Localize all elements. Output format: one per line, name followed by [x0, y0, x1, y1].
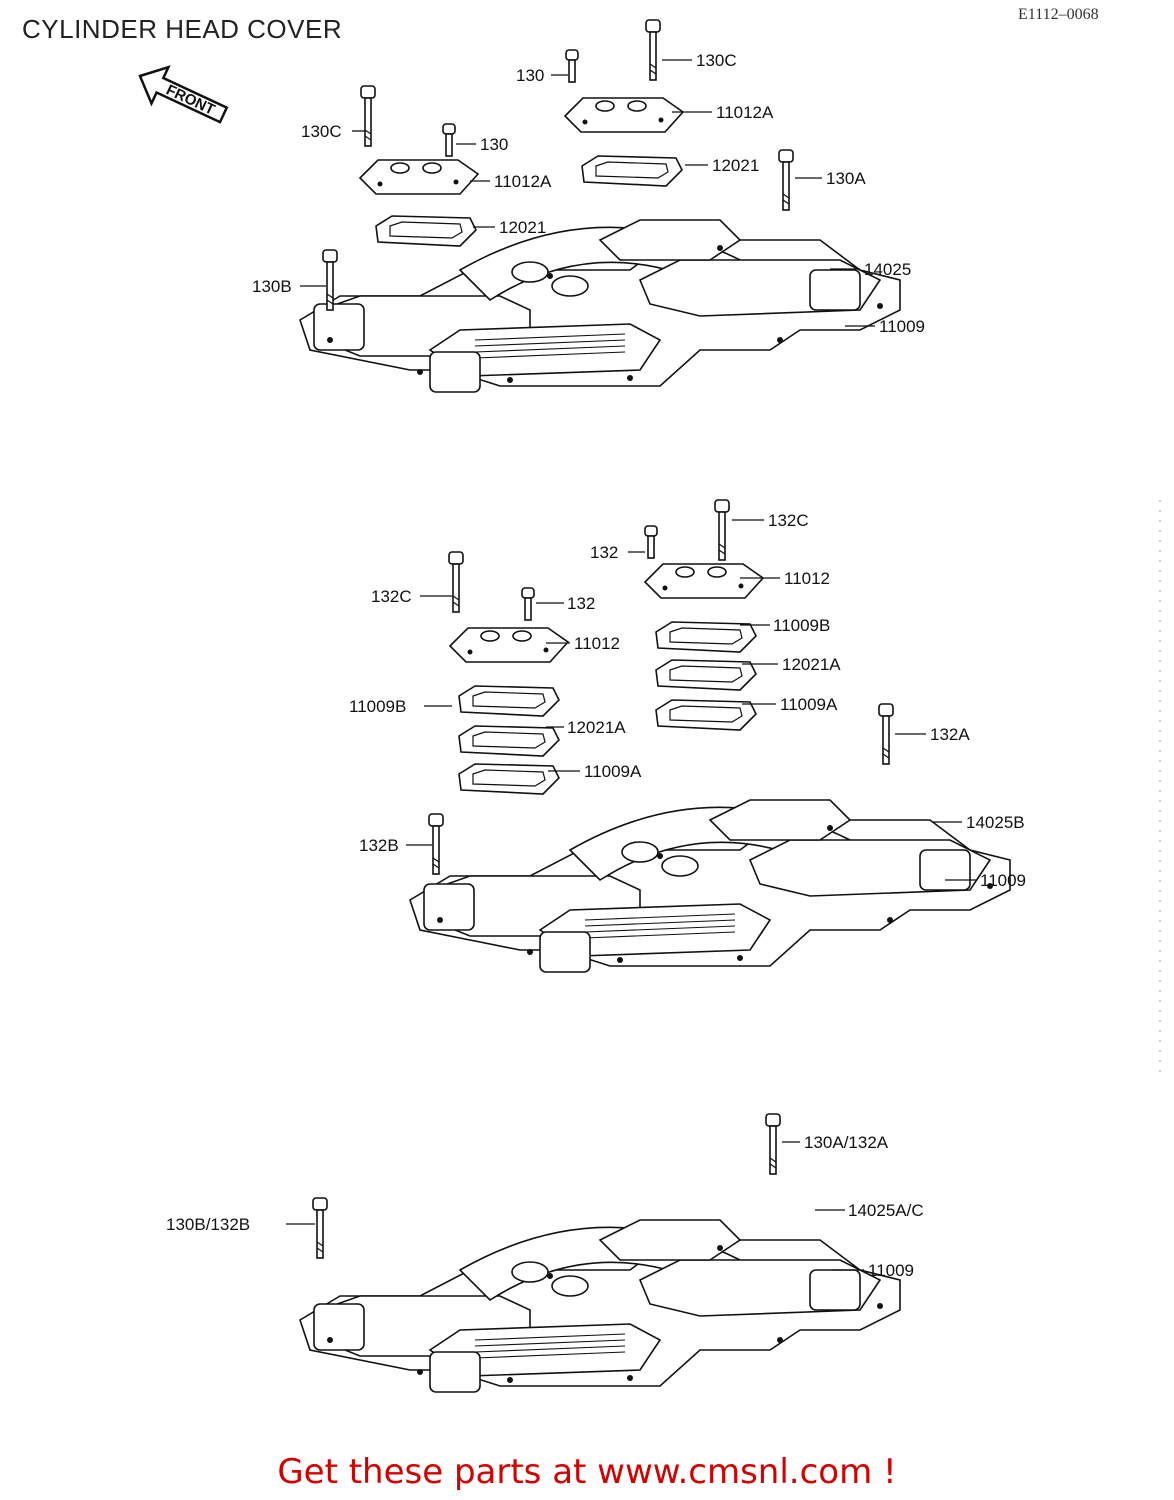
callout-132c: 132C: [768, 511, 809, 530]
callout-130a-132a: 130A/132A: [804, 1133, 889, 1152]
callout-130c: 130C: [301, 122, 342, 141]
callout-11009: 11009: [980, 871, 1026, 890]
callout-132: 132: [590, 543, 618, 562]
callout-11012: 11012: [784, 569, 830, 588]
callout-132a: 132A: [930, 725, 970, 744]
top-assembly: 130 130C 11012A 12021 130A 130C 130 1101…: [252, 19, 925, 393]
callout-12021: 12021: [499, 218, 546, 237]
callout-130b-132b: 130B/132B: [166, 1215, 250, 1234]
bottom-assembly: 130A/132A 14025A/C 130B/132B 11009: [166, 1113, 924, 1393]
callout-130a: 130A: [826, 169, 866, 188]
callout-11012: 11012: [574, 634, 620, 653]
callout-14025b: 14025B: [966, 813, 1025, 832]
page-title: CYLINDER HEAD COVER: [22, 14, 343, 44]
callout-14025: 14025: [864, 260, 911, 279]
callout-132: 132: [567, 594, 595, 613]
callout-130b: 130B: [252, 277, 292, 296]
callout-12021a: 12021A: [567, 718, 626, 737]
callout-12021a: 12021A: [782, 655, 841, 674]
callout-130: 130: [516, 66, 544, 85]
front-arrow-label: FRONT: [163, 81, 217, 118]
callout-11012a: 11012A: [716, 103, 774, 122]
callout-11009: 11009: [879, 317, 925, 336]
middle-assembly: 132 132C 11012 11009B 12021A 11009A 132C…: [349, 499, 1026, 973]
callout-130c: 130C: [696, 51, 737, 70]
diagram-code: E1112–0068: [1018, 6, 1099, 23]
callout-11009: 11009: [868, 1261, 914, 1280]
callout-11012a: 11012A: [494, 172, 552, 191]
callout-11009a: 11009A: [780, 695, 838, 714]
promo-banner[interactable]: Get these parts at www.cmsnl.com !: [0, 1452, 1174, 1492]
callout-11009b: 11009B: [349, 697, 406, 716]
callout-11009b: 11009B: [773, 616, 830, 635]
callout-14025a-c: 14025A/C: [848, 1201, 924, 1220]
promo-link[interactable]: Get these parts at www.cmsnl.com !: [277, 1452, 897, 1492]
callout-11009a: 11009A: [584, 762, 642, 781]
callout-130: 130: [480, 135, 508, 154]
callout-12021: 12021: [712, 156, 759, 175]
front-arrow-icon: FRONT: [138, 65, 229, 124]
callout-132b: 132B: [359, 836, 399, 855]
callout-132c: 132C: [371, 587, 412, 606]
